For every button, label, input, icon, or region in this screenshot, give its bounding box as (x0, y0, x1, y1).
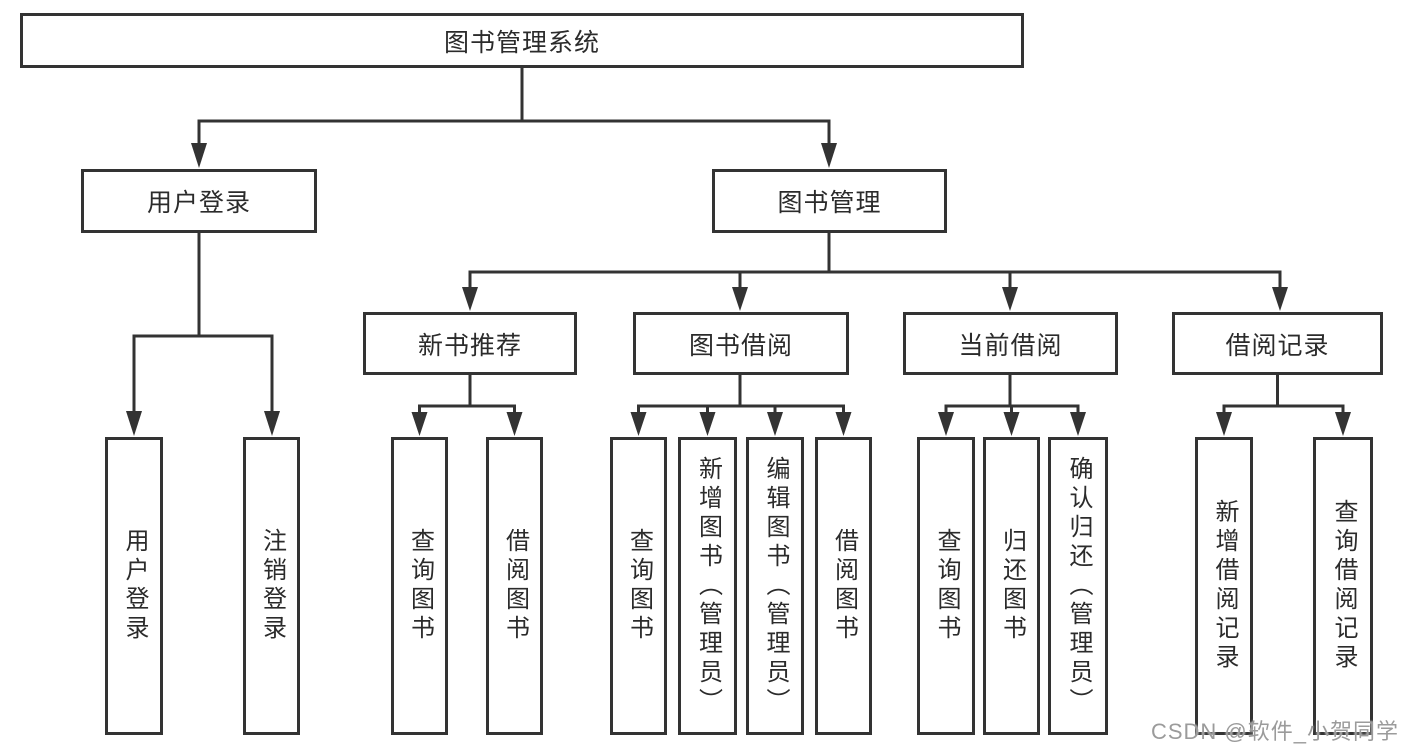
leaf-label: 注销登录 (258, 528, 286, 644)
node-new-book-recommend: 新书推荐 (363, 312, 577, 375)
leaf-label: 借阅图书 (830, 528, 858, 644)
connector-records-to-leaves (1222, 375, 1345, 414)
leaf-label: 查询借阅记录 (1330, 499, 1357, 673)
leaf-label: 确认归还（管理员） (1065, 455, 1092, 717)
node-label: 用户登录 (146, 189, 251, 217)
node-label: 借阅记录 (1225, 331, 1330, 360)
node-user-login: 用户登录 (81, 169, 317, 233)
leaf-return-books: 归还图书 (983, 437, 1040, 735)
leaf-label: 新增图书（管理员） (694, 455, 722, 717)
leaf-label: 归还图书 (998, 528, 1026, 644)
connector-current-to-leaves (944, 375, 1080, 414)
leaf-add-borrow-record: 新增借阅记录 (1195, 437, 1253, 735)
leaf-borrow-books: 借阅图书 (815, 437, 872, 735)
leaf-label: 用户登录 (121, 528, 148, 644)
node-label: 图书管理系统 (443, 28, 600, 57)
leaf-label: 查询图书 (933, 528, 960, 644)
leaf-logout: 注销登录 (243, 437, 300, 735)
leaf-query-books: 查询图书 (391, 437, 448, 735)
node-book-borrow: 图书借阅 (633, 312, 849, 375)
leaf-label: 编辑图书（管理员） (762, 455, 789, 717)
leaf-borrow-books: 借阅图书 (486, 437, 543, 735)
leaf-label: 查询图书 (406, 528, 434, 644)
node-book-management: 图书管理 (712, 169, 947, 233)
node-label: 新书推荐 (417, 331, 522, 360)
node-borrow-records: 借阅记录 (1172, 312, 1383, 375)
connector-bookmgmt-to-level3 (468, 233, 1282, 289)
connector-userlogin-to-leaves (132, 233, 274, 413)
leaf-query-books: 查询图书 (917, 437, 975, 735)
leaf-label: 新增借阅记录 (1211, 499, 1238, 673)
node-label: 当前借阅 (958, 331, 1063, 360)
leaf-edit-books-admin: 编辑图书（管理员） (746, 437, 804, 735)
leaf-query-borrow-record: 查询借阅记录 (1313, 437, 1373, 735)
node-library-system: 图书管理系统 (20, 13, 1024, 68)
arrowheads (126, 143, 1351, 436)
leaf-user-login: 用户登录 (105, 437, 163, 735)
leaf-query-books: 查询图书 (610, 437, 667, 735)
leaf-add-books-admin: 新增图书（管理员） (678, 437, 737, 735)
connector-borrow-to-leaves (637, 375, 845, 414)
leaf-confirm-return-admin: 确认归还（管理员） (1048, 437, 1108, 735)
leaf-label: 借阅图书 (501, 528, 529, 644)
node-label: 图书借阅 (688, 331, 793, 360)
node-current-borrow: 当前借阅 (903, 312, 1118, 375)
leaf-label: 查询图书 (625, 528, 653, 644)
node-label: 图书管理 (777, 189, 882, 217)
csdn-watermark: CSDN @软件_小贺同学 (1150, 719, 1399, 744)
connector-newbook-to-leaves (418, 375, 516, 414)
connector-root-to-level2 (197, 68, 831, 145)
